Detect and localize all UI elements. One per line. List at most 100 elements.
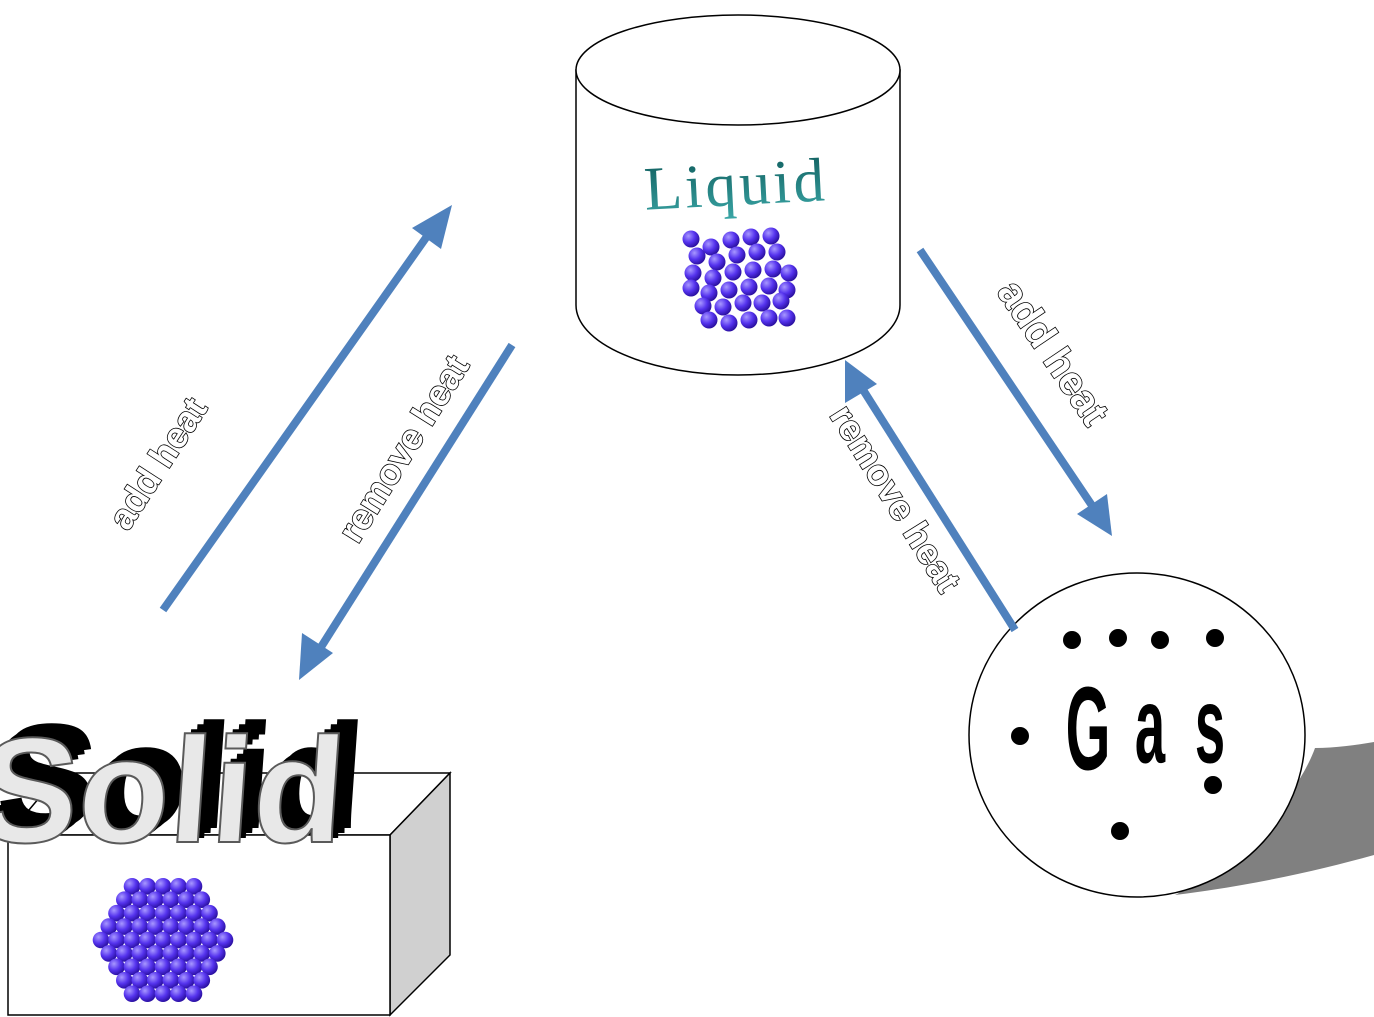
particle [170,904,187,922]
liquid-cylinder-top [575,14,901,126]
arrow-liquid-to-solid [312,342,516,658]
solid-label: Solid Solid Solid Solid [0,692,370,875]
particle [740,311,758,329]
particle [147,918,164,935]
particle [108,904,125,922]
particle [185,931,203,949]
particle [108,931,125,949]
particle [139,904,156,922]
particle [162,945,180,962]
particle [108,958,125,976]
gas-letter-g: G [1066,661,1111,795]
particle [139,958,156,976]
particle [760,309,778,327]
particle [170,931,187,949]
gas-particle [1111,822,1129,840]
particle [704,269,722,287]
particle [742,228,760,246]
particle [139,931,156,949]
particle [722,231,740,249]
liquid-cylinder-body [575,69,901,376]
particle [734,294,752,312]
particle [116,891,133,908]
particle [185,958,203,976]
particle [131,891,149,908]
particle [147,891,164,908]
arrow-liquid-to-gas [916,247,1099,513]
particle [154,931,172,949]
particle [772,292,790,310]
gas-particle [1109,629,1127,647]
particle [162,918,180,935]
particle [700,284,718,302]
particle [764,260,782,278]
particle [170,878,187,895]
particle [768,243,786,261]
gas-particle [1063,631,1081,649]
particle [724,263,742,281]
particle [201,904,218,922]
particle [714,298,732,316]
particle [154,958,172,976]
particle [100,918,118,935]
particle [116,918,133,935]
particle [178,918,195,935]
particle [116,945,133,962]
solid-label-shadow-2: Solid [0,697,364,865]
solid-container: Solid Solid Solid Solid [0,692,452,1017]
particle [100,945,118,962]
particle [209,918,226,935]
particle [139,878,156,895]
solid-label-shadow-1: Solid [0,702,358,870]
particle [193,891,211,908]
particle [178,891,195,908]
arrowhead-gas-to-liquid [845,360,877,403]
gas-letter-a: a [1135,665,1166,786]
gas-label: G a s [1066,661,1226,795]
particle [193,972,211,989]
particle [123,958,141,976]
particle [154,904,172,922]
particle [682,230,700,248]
particle [753,294,771,312]
particle [147,945,164,962]
particle [728,246,746,264]
particle [193,945,211,962]
gas-particle [1206,629,1224,647]
particle [139,985,156,1002]
particle [123,904,141,922]
particle [154,878,172,895]
gas-container: G a s [968,572,1374,898]
label-gas-to-liquid: remove heat [822,398,969,600]
arrow-solid-to-liquid [159,222,439,613]
gas-particle [1151,631,1169,649]
particle [162,972,180,989]
particle [694,297,712,315]
particle [744,261,762,279]
gas-particles [1011,629,1224,840]
particle [178,945,195,962]
particle [720,314,738,332]
particle [185,904,203,922]
particle [193,918,211,935]
arrow-gas-to-liquid [856,382,1019,633]
particle [780,264,798,282]
particle [170,958,187,976]
gas-particle [1011,727,1029,745]
particle [123,931,141,949]
particle [748,243,766,261]
arrowhead-liquid-to-solid [299,633,333,680]
particle [131,918,149,935]
solid-label-face: Solid [0,706,351,874]
liquid-label: Liquid [642,146,829,224]
liquid-particles [682,227,798,332]
particle [684,264,702,282]
solid-label-shadow-3: Solid [0,692,370,860]
particle [162,891,180,908]
particle [702,238,720,256]
solid-particles [92,878,234,1002]
label-liquid-to-gas: add heat [989,272,1117,433]
particle [201,958,218,976]
particle [92,931,110,949]
gas-letter-s: s [1195,665,1225,786]
